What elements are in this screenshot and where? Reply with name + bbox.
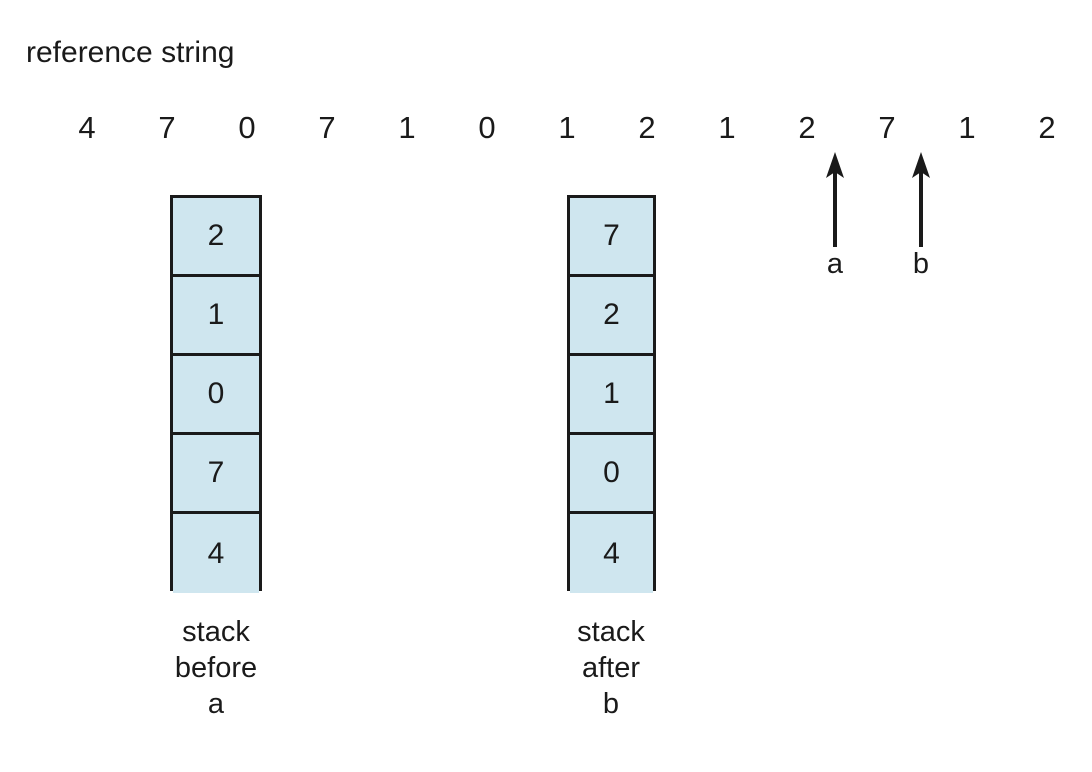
reference-digit-11: 1 (958, 110, 976, 145)
stack-cell: 0 (570, 435, 653, 514)
stack-cell: 7 (570, 198, 653, 277)
stack-cell: 0 (173, 356, 259, 435)
caption-line: after (581, 652, 641, 684)
stack-after-b: 7 2 1 0 4 (567, 195, 656, 593)
stack-cell: 1 (173, 277, 259, 356)
reference-digit-8: 1 (718, 110, 736, 145)
stack-cell: 2 (570, 277, 653, 356)
figure-title: reference string (26, 36, 235, 69)
stack-cell: 7 (173, 435, 259, 514)
pointer-a-label: a (826, 248, 844, 280)
reference-digit-12: 2 (1038, 110, 1056, 145)
stack-cell: 4 (173, 514, 259, 593)
stack-before-a: 2 1 0 7 4 (170, 195, 262, 593)
reference-digit-6: 1 (558, 110, 576, 145)
reference-string-row: 4 7 0 7 1 0 1 2 1 2 7 1 2 (63, 108, 1073, 148)
pointer-a: a (815, 152, 855, 281)
caption-line: stack (577, 616, 645, 648)
stack-cell: 1 (570, 356, 653, 435)
stack-after-b-caption: stack after b (501, 614, 721, 722)
reference-digit-0: 4 (78, 110, 96, 145)
reference-digit-5: 0 (478, 110, 496, 145)
reference-digit-9: 2 (798, 110, 816, 145)
reference-digit-10: 7 (878, 110, 896, 145)
arrow-up-icon (912, 152, 930, 247)
reference-digit-7: 2 (638, 110, 656, 145)
reference-digit-4: 1 (398, 110, 416, 145)
stack-cell: 4 (570, 514, 653, 593)
stack-before-a-caption: stack before a (106, 614, 326, 722)
caption-line: stack (182, 616, 250, 648)
stack-cell: 2 (173, 198, 259, 277)
pointer-b: b (901, 152, 941, 281)
reference-digit-1: 7 (158, 110, 176, 145)
reference-digit-2: 0 (238, 110, 256, 145)
caption-line: b (602, 688, 620, 720)
caption-line: before (174, 652, 258, 684)
reference-digit-3: 7 (318, 110, 336, 145)
pointer-b-label: b (912, 248, 930, 280)
arrow-up-icon (826, 152, 844, 247)
caption-line: a (207, 688, 225, 720)
